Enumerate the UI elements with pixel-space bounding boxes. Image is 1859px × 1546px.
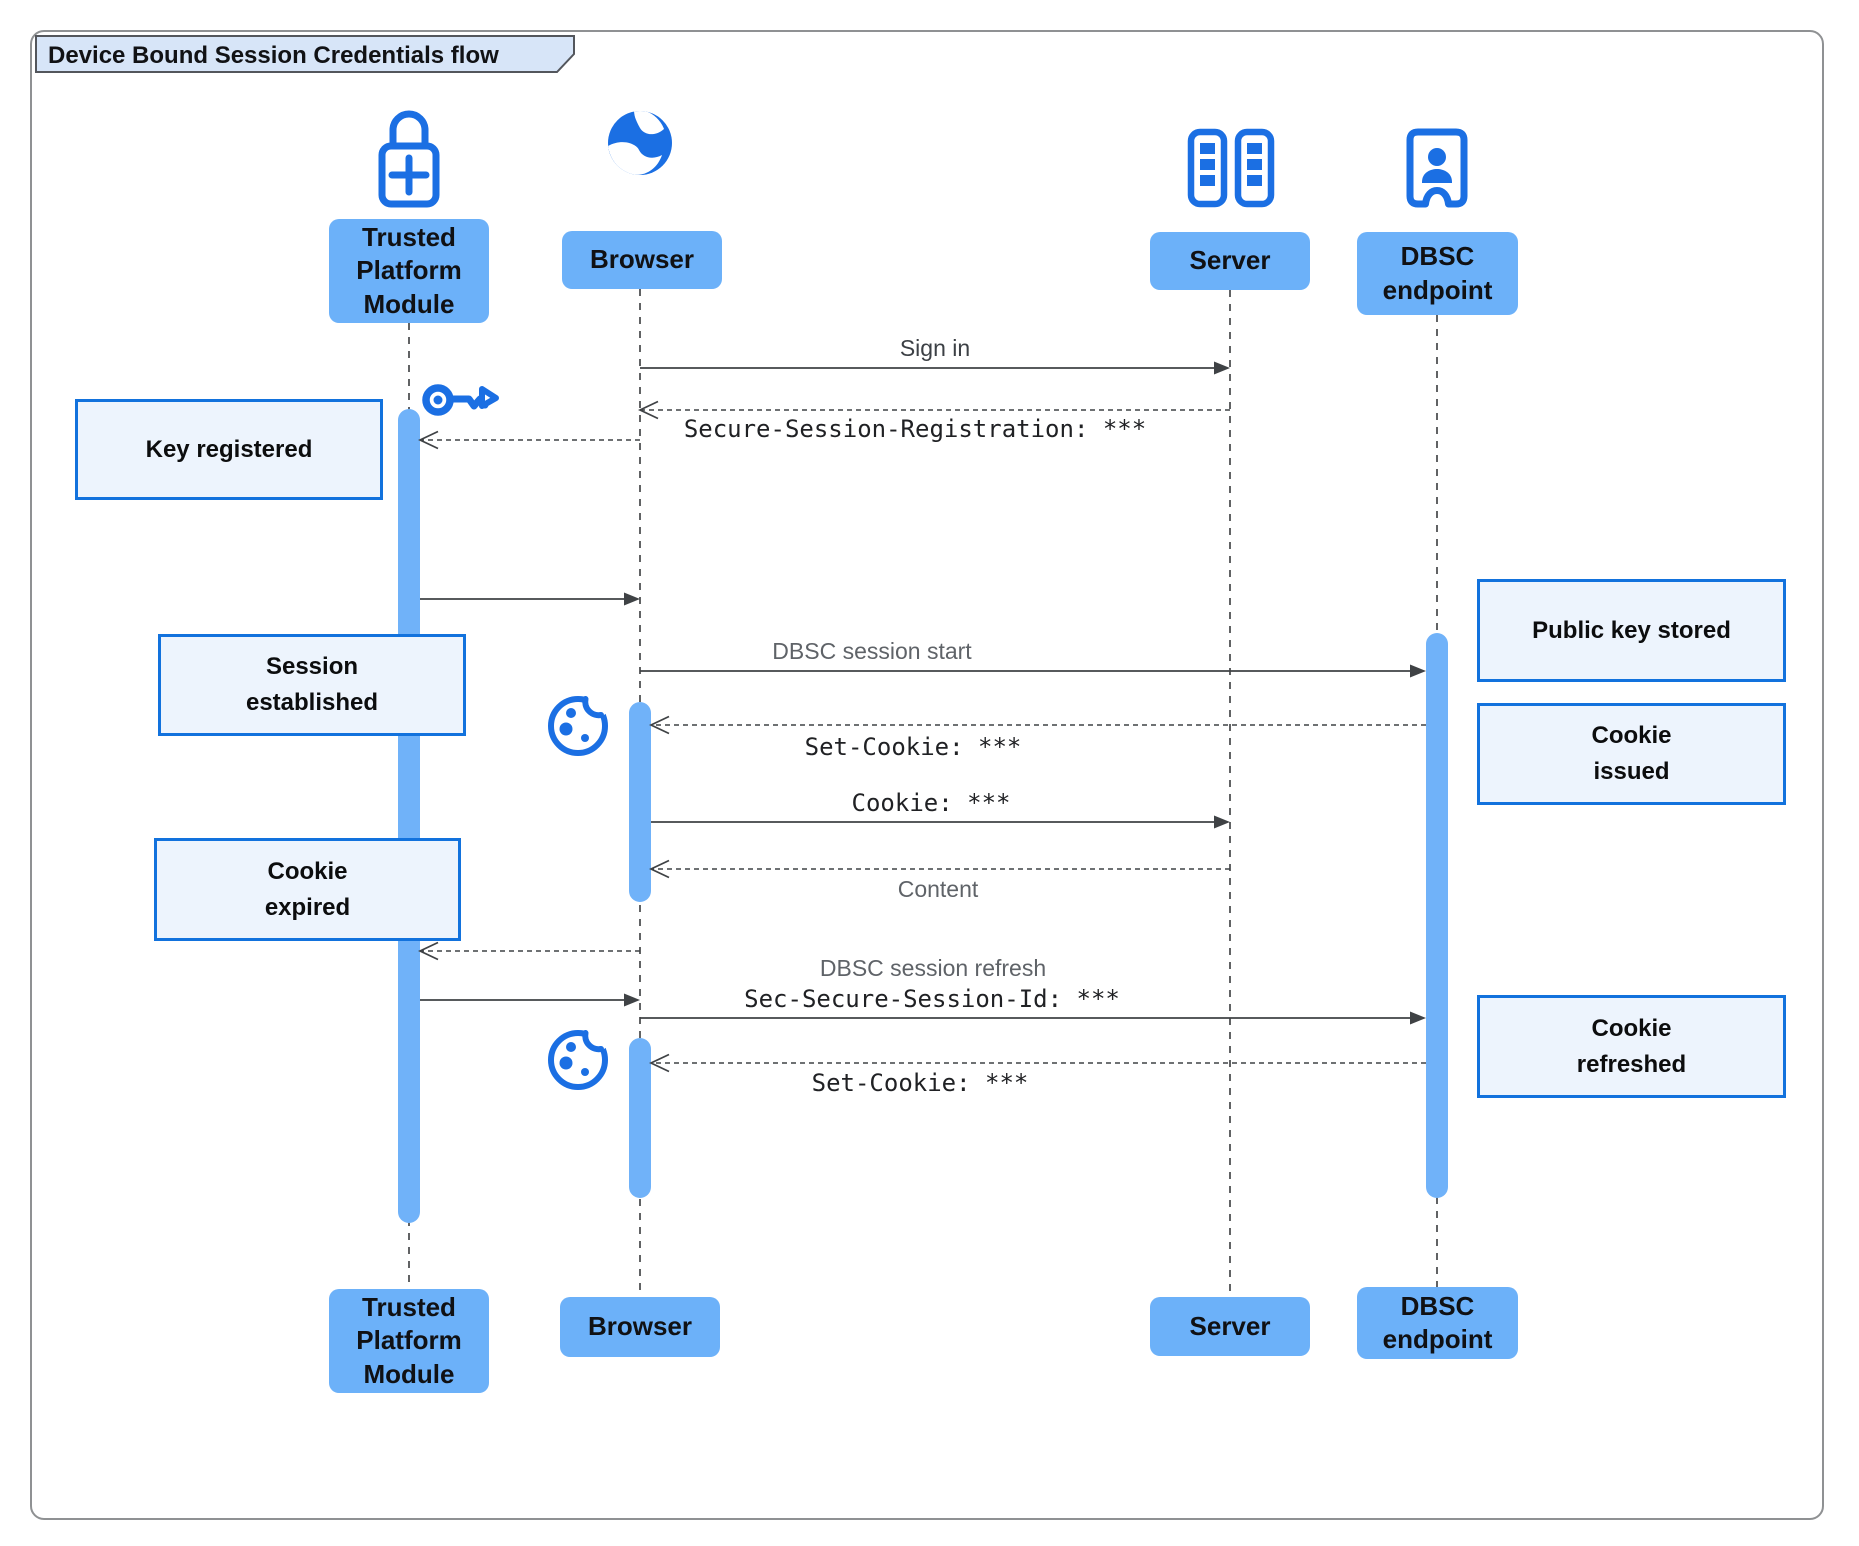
activation-bar-dbsc xyxy=(1426,633,1448,1198)
message-label-sign-in: Sign in xyxy=(899,335,971,361)
message-label-set-cookie-2: Set-Cookie: *** xyxy=(811,1069,1029,1097)
note-cookie-refreshed: Cookie refreshed xyxy=(1477,995,1786,1098)
actor-browser-bottom: Browser xyxy=(560,1297,720,1357)
actor-tpm-bottom: Trusted Platform Module xyxy=(329,1289,489,1393)
note-session-established: Session established xyxy=(158,634,466,736)
note-cookie-issued: Cookie issued xyxy=(1477,703,1786,805)
note-key-registered: Key registered xyxy=(75,399,383,500)
message-label-set-cookie-1: Set-Cookie: *** xyxy=(804,733,1022,761)
message-label-dbsc-session-refresh: DBSC session refresh xyxy=(819,955,1047,981)
note-cookie-expired: Cookie expired xyxy=(154,838,461,941)
actor-browser-top: Browser xyxy=(562,231,722,289)
note-public-key-stored: Public key stored xyxy=(1477,579,1786,682)
actor-tpm-top: Trusted Platform Module xyxy=(329,219,489,323)
message-label-content: Content xyxy=(897,876,979,902)
actor-server-top: Server xyxy=(1150,232,1310,290)
message-label-dbsc-session-start: DBSC session start xyxy=(772,638,972,664)
activation-bar-browser-1 xyxy=(629,702,651,902)
diagram-title: Device Bound Session Credentials flow xyxy=(48,42,499,69)
activation-bar-tpm xyxy=(398,409,420,1223)
actor-server-bottom: Server xyxy=(1150,1297,1310,1356)
actor-dbsc-bottom: DBSC endpoint xyxy=(1357,1287,1518,1359)
message-label-cookie: Cookie: *** xyxy=(851,789,1011,817)
message-label-secure-session-registration: Secure-Session-Registration: *** xyxy=(683,415,1147,443)
activation-bar-browser-2 xyxy=(629,1038,651,1198)
actor-dbsc-top: DBSC endpoint xyxy=(1357,232,1518,315)
message-label-sec-secure-session-id: Sec-Secure-Session-Id: *** xyxy=(744,985,1120,1013)
